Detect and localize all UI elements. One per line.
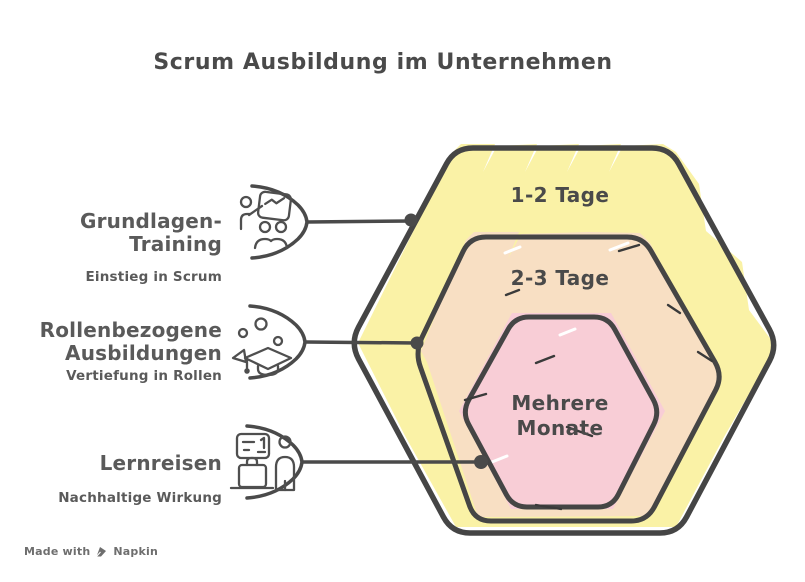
ring-label-middle: 2-3 Tage [510, 266, 610, 290]
label-subtitle: Vertiefung in Rollen [66, 368, 222, 384]
label-grundlagen-training: Grundlagen-Training Einstieg in Scrum [20, 209, 222, 286]
outer-hexagon [351, 145, 777, 536]
pen-nib-icon [96, 547, 107, 557]
middle-hexagon [415, 234, 722, 524]
sketch-marks [463, 243, 714, 511]
label-rollenbezogene-ausbildungen: Rollenbezogene Ausbildungen Vertiefung i… [20, 318, 222, 385]
ring-label-outer: 1-2 Tage [510, 183, 610, 207]
made-with-text: Made with [24, 545, 91, 558]
learning-journey-icon [229, 432, 296, 492]
connector-dot-3 [474, 455, 488, 469]
connectors [303, 213, 488, 469]
connector-line-1 [306, 219, 412, 224]
connector-dot-1 [404, 213, 418, 227]
inner-hexagon [462, 314, 660, 510]
label-title: Grundlagen-Training [79, 209, 222, 256]
made-with-napkin: Made with Napkin [24, 545, 158, 558]
label-bracket-2 [248, 304, 307, 380]
brand-text: Napkin [113, 545, 158, 558]
fill-gap-marks [490, 241, 630, 464]
label-subtitle: Nachhaltige Wirkung [58, 490, 222, 506]
ring-label-inner: Mehrere Monate [511, 391, 609, 440]
label-title: Rollenbezogene Ausbildungen [39, 318, 222, 365]
inner-hexagon-fill [459, 313, 665, 509]
page-title: Scrum Ausbildung im Unternehmen [153, 50, 613, 75]
label-brackets [245, 184, 309, 500]
graduation-cap-icon [231, 317, 293, 377]
label-title: Lernreisen [99, 451, 222, 475]
label-lernreisen: Lernreisen Nachhaltige Wirkung [20, 451, 222, 507]
connector-dot-2 [410, 336, 424, 350]
label-subtitle: Einstieg in Scrum [85, 269, 222, 285]
training-presentation-icon [239, 190, 293, 250]
connector-line-2 [305, 340, 417, 345]
